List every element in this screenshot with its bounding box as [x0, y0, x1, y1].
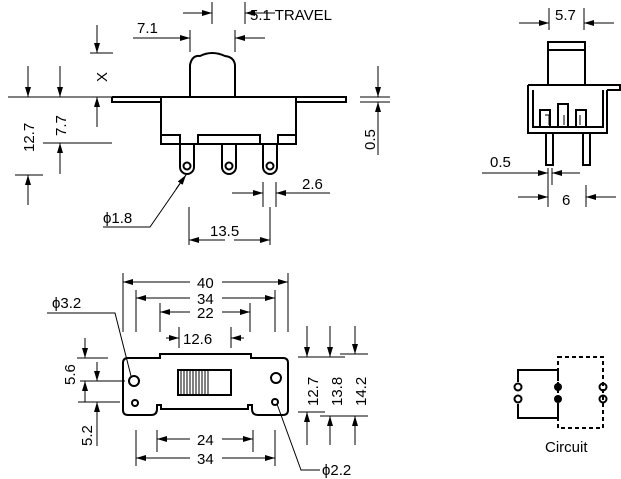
hole-offset-top-label: 5.6: [62, 364, 79, 385]
body-height-label: 7.7: [53, 115, 70, 136]
actuator-width-label: 7.1: [137, 20, 158, 37]
front-pin-thickness-label: 0.5: [490, 154, 511, 171]
hole-spacing-bottom-label: 34: [197, 451, 214, 468]
height-a-label: 12.7: [305, 377, 322, 406]
terminals: [179, 144, 278, 175]
hole-offset-bottom-label: 5.2: [79, 425, 96, 446]
pin-width-label: 2.6: [302, 176, 323, 193]
slot-length-label: 12.6: [183, 331, 212, 348]
bottom-view: 40 34 22 12.6 ϕ3.2 5.6 5.2 24 34 ϕ2.2 12…: [47, 273, 370, 479]
circuit-diagram: Circuit: [513, 356, 608, 456]
plate-length-label: 40: [197, 275, 214, 292]
body-length-label: 22: [197, 305, 214, 322]
front-actuator-width-label: 5.7: [555, 7, 576, 24]
height-b-label: 13.8: [329, 377, 346, 406]
circuit-label: Circuit: [545, 439, 588, 456]
overall-height-label: 12.7: [21, 123, 38, 152]
notch-spacing-label: 24: [197, 432, 214, 449]
pin-spacing-label: 13.5: [210, 223, 239, 240]
mount-hole-label: ϕ3.2: [52, 295, 81, 312]
travel-label: 5.1 TRAVEL: [250, 7, 332, 24]
x-label: X: [94, 72, 111, 82]
pin-hole-label: ϕ1.8: [103, 210, 132, 227]
front-view: 5.7 0.5 6: [482, 7, 621, 209]
height-c-label: 14.2: [353, 377, 370, 406]
plate-thickness-label: 0.5: [362, 129, 379, 150]
small-hole-label: ϕ2.2: [322, 462, 351, 479]
front-pin-spacing-label: 6: [562, 192, 570, 209]
side-view: 5.1 TRAVEL 7.1 X 12.7 7.7 0.5 2.6 13.5 ϕ…: [8, 2, 390, 245]
hole-spacing-top-label: 34: [197, 291, 214, 308]
